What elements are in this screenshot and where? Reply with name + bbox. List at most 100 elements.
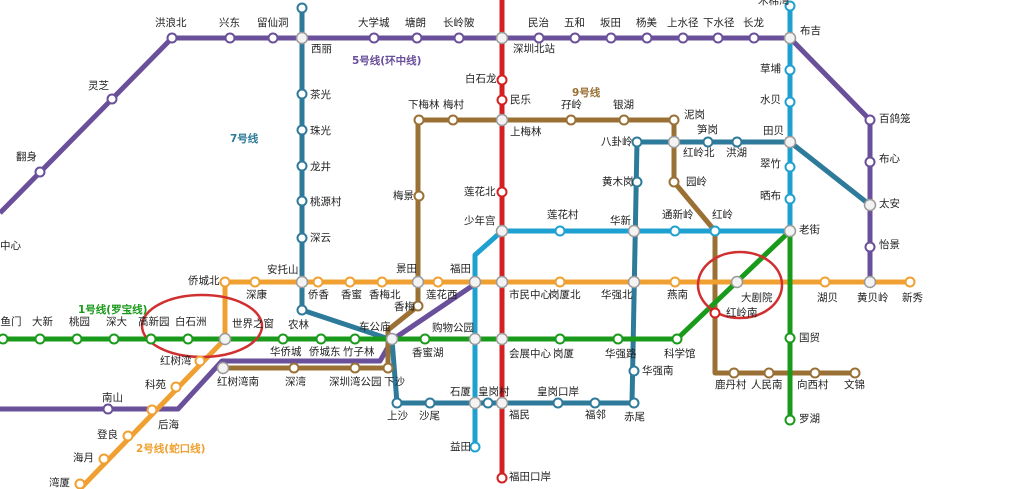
station-shenkang[interactable] [249, 276, 261, 288]
transfer-shiminzhongxin[interactable] [495, 275, 509, 289]
station-taoyuancun[interactable] [296, 195, 308, 207]
station-qiaoxiang[interactable] [312, 276, 324, 288]
transfer-buji[interactable] [783, 31, 797, 45]
transfer-hongshuwannan[interactable] [216, 361, 230, 375]
station-xiameilin[interactable] [413, 114, 425, 126]
station-qiaochengdong[interactable] [315, 333, 327, 345]
station-honglingnan[interactable] [709, 307, 721, 319]
station-wenjin[interactable] [849, 367, 861, 379]
station-yannan[interactable] [669, 276, 681, 288]
station-renminnan[interactable] [763, 367, 775, 379]
station-liyumen[interactable] [0, 333, 9, 345]
station-daxuecheng[interactable] [368, 32, 380, 44]
transfer-shaoniangong[interactable] [495, 224, 509, 238]
station-meijing[interactable] [413, 190, 425, 202]
station-xiangmei[interactable] [412, 300, 424, 312]
station-futiankouan[interactable] [496, 472, 508, 484]
station-hongshuwan[interactable] [194, 355, 206, 367]
station-shaibu[interactable] [784, 193, 796, 205]
station-huangmugang[interactable] [631, 176, 643, 188]
station-xiangmihu[interactable] [419, 333, 431, 345]
station-zhuguang[interactable] [296, 124, 308, 136]
station-wanxia[interactable] [74, 478, 86, 489]
station-gangxia[interactable] [554, 333, 566, 345]
station-gaoxinyuan[interactable] [145, 333, 157, 345]
station-baishilong[interactable] [496, 74, 508, 86]
station-baigeshi[interactable] [864, 114, 876, 126]
station-sungang[interactable] [702, 136, 714, 148]
transfer-chegongmiao[interactable] [385, 332, 399, 346]
station-shuibei[interactable] [784, 96, 796, 108]
station-luohu[interactable] [784, 414, 796, 426]
station-kexueguan[interactable] [671, 333, 683, 345]
transfer-antuoshan[interactable] [295, 275, 309, 289]
transfer-huizhanzhongxin[interactable] [495, 332, 509, 346]
station-shenwan[interactable] [288, 362, 300, 374]
station-taoyuan[interactable] [71, 333, 83, 345]
station-bagualing[interactable] [631, 136, 643, 148]
station-minle[interactable] [496, 94, 508, 106]
station-hubei[interactable] [819, 276, 831, 288]
transfer-gouwugongyuan[interactable] [468, 332, 482, 346]
station-lumadancun[interactable] [728, 367, 740, 379]
station-wuhe[interactable] [569, 32, 581, 44]
transfer-shenzhenbeizhan[interactable] [495, 31, 509, 45]
station-yitian[interactable] [469, 441, 481, 453]
station-caopu[interactable] [784, 64, 796, 76]
station-qiaochengbei[interactable] [219, 276, 231, 288]
transfer-fumin[interactable] [495, 396, 509, 410]
station-huanggangcun[interactable] [482, 397, 494, 409]
transfer-huangbeiling[interactable] [863, 275, 877, 289]
station-xiashuijing[interactable] [712, 32, 724, 44]
station-xiangmeibei[interactable] [376, 276, 388, 288]
station-liuxiandong[interactable] [267, 32, 279, 44]
station-hongling[interactable] [709, 225, 721, 237]
transfer-xili[interactable] [295, 31, 309, 45]
station-daxin[interactable] [34, 333, 46, 345]
station-meicun[interactable] [447, 114, 459, 126]
transfer-tianbei[interactable] [783, 135, 797, 149]
station-honglangbei[interactable] [166, 32, 178, 44]
station-xiangmi[interactable] [344, 276, 356, 288]
transfer-shangmeilin[interactable] [495, 113, 509, 127]
station-zhuzilin[interactable] [349, 333, 361, 345]
station-huaqiangnan[interactable] [628, 365, 640, 377]
station-xingdong[interactable] [224, 32, 236, 44]
station-shangsha[interactable] [391, 397, 403, 409]
station-xili-north[interactable] [296, 2, 308, 14]
station-yangmei[interactable] [641, 32, 653, 44]
station-lingzhi[interactable] [106, 93, 118, 105]
station-lianhuabei[interactable] [496, 186, 508, 198]
station-cuizhu[interactable] [784, 161, 796, 173]
station-xiangxicun[interactable] [809, 367, 821, 379]
station-yijing[interactable] [864, 241, 876, 253]
station-changlingpi[interactable] [453, 32, 465, 44]
station-lianhuaxi[interactable] [432, 276, 444, 288]
transfer-shijiezhichuang[interactable] [218, 332, 232, 346]
station-shawei[interactable] [424, 397, 436, 409]
station-dengliang[interactable] [122, 430, 134, 442]
station-baishizhou[interactable] [182, 333, 194, 345]
station-bantian[interactable] [605, 32, 617, 44]
transfer-shixia[interactable] [468, 396, 482, 410]
station-lianhuacun[interactable] [554, 225, 566, 237]
station-nanshan[interactable] [102, 403, 114, 415]
station-keyuan[interactable] [170, 381, 182, 393]
station-nigang[interactable] [668, 114, 680, 126]
station-chiwei[interactable] [628, 397, 640, 409]
station-minzhi[interactable] [533, 32, 545, 44]
transfer-taian[interactable] [863, 198, 877, 212]
station-honghu[interactable] [731, 136, 743, 148]
station-tongxinling[interactable] [669, 225, 681, 237]
station-huaqiaocheng[interactable] [277, 333, 289, 345]
station-shenyun[interactable] [296, 232, 308, 244]
station-shenda[interactable] [108, 333, 120, 345]
transfer-laojie[interactable] [783, 224, 797, 238]
transfer-jingtian[interactable] [411, 275, 425, 289]
station-xinxiu[interactable] [904, 276, 916, 288]
station-huanggangkouan[interactable] [552, 397, 564, 409]
station-houhai[interactable] [146, 404, 158, 416]
station-buxin[interactable] [864, 156, 876, 168]
transfer-dajuyuan[interactable] [730, 275, 744, 289]
station-yinhu[interactable] [618, 114, 630, 126]
